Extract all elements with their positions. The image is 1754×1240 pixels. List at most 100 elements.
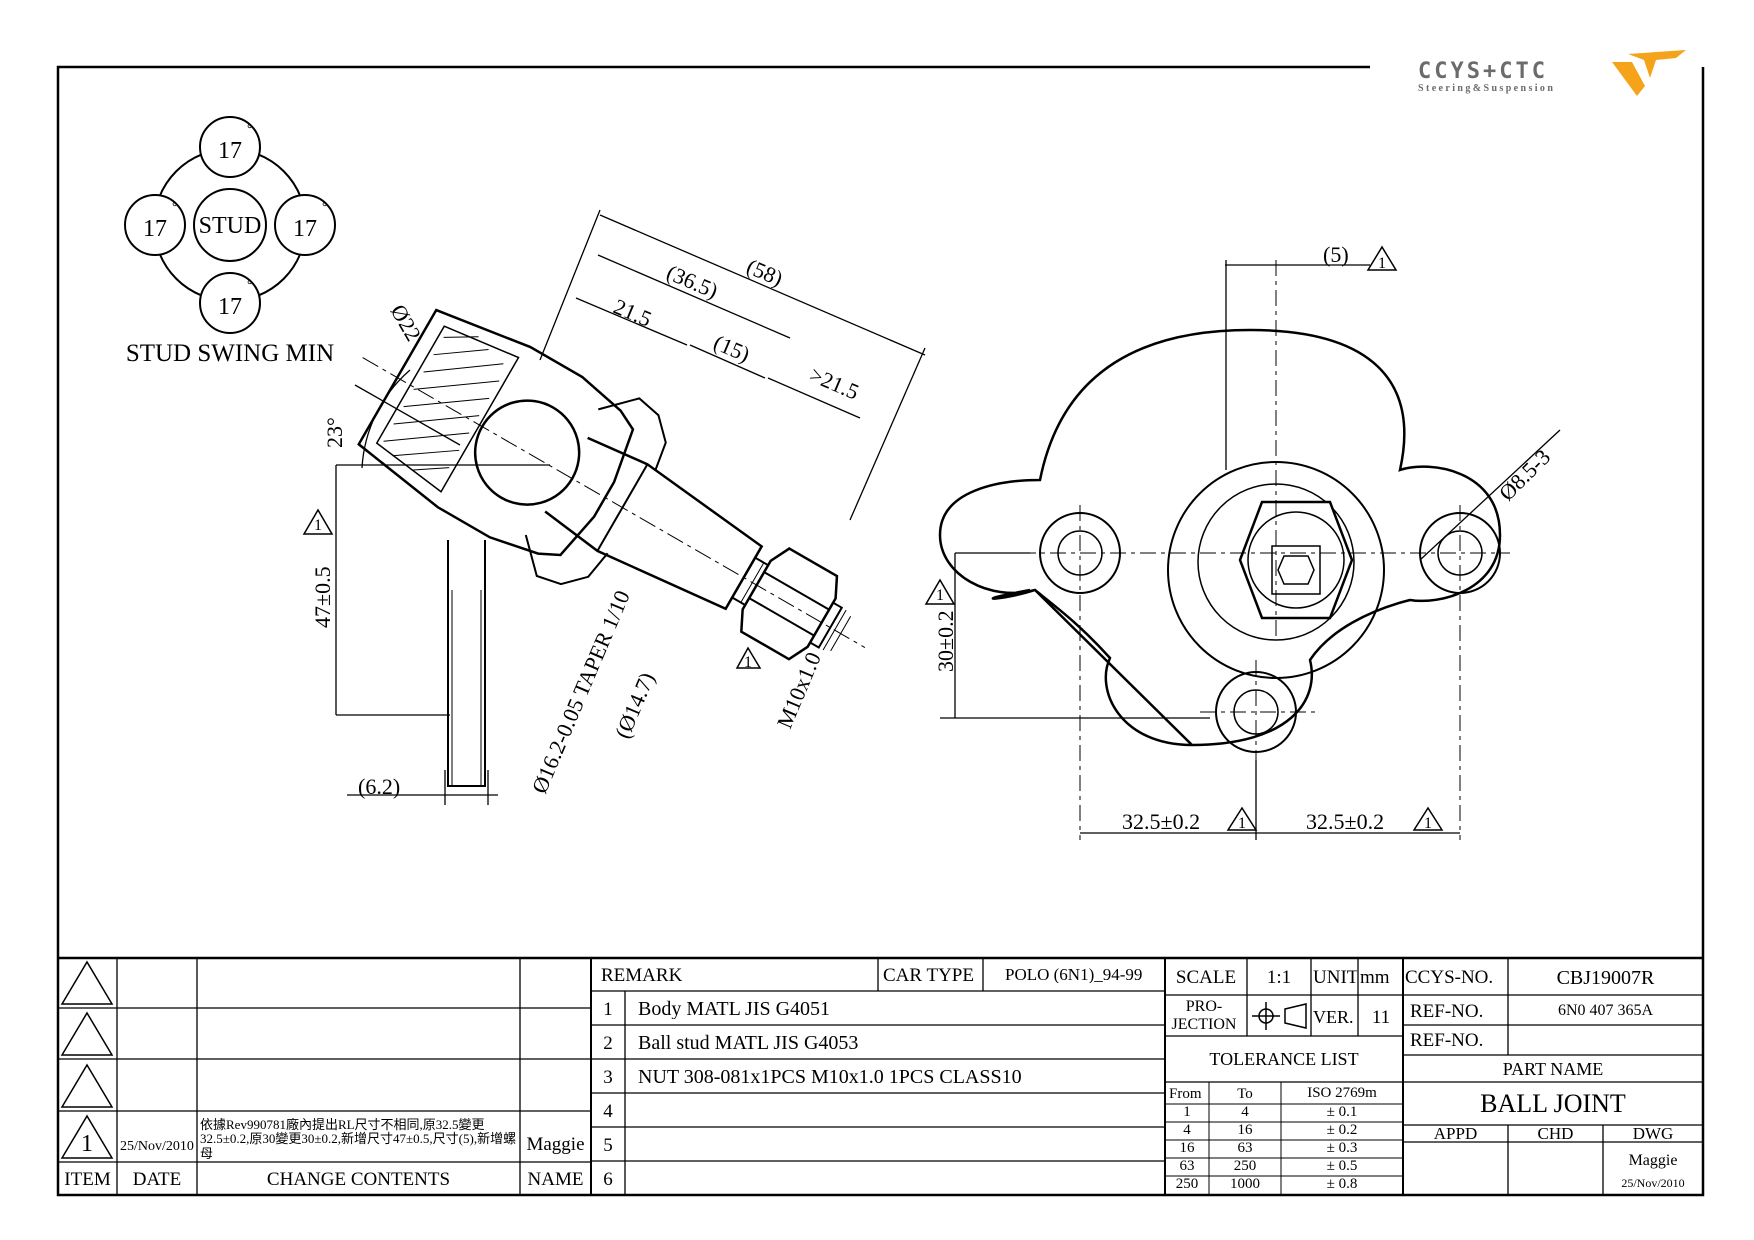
side-view-dimensions xyxy=(335,209,926,805)
tol-header-to: To xyxy=(1237,1087,1253,1102)
car-type-value: POLO (6N1)_94-99 xyxy=(1005,966,1143,983)
ref-no-label: REF-NO. xyxy=(1410,1002,1484,1021)
swing-angle-bottom: 17 xyxy=(218,294,242,320)
unit-value: mm xyxy=(1360,968,1390,987)
scale-value: 1:1 xyxy=(1266,968,1292,987)
dim-taper: Ø16.2-0.05 TAPER 1/10 xyxy=(527,587,635,797)
col-contents-header: CHANGE CONTENTS xyxy=(266,1170,451,1189)
plan-view-dimensions xyxy=(940,260,1561,840)
appd-label: APPD xyxy=(1433,1125,1478,1142)
revision-triangle-icon: 1 xyxy=(1412,806,1444,832)
ref-no-2-label: REF-NO. xyxy=(1410,1031,1484,1050)
stud-swing-labels: 17 17 17 17 STUD ° ° ° ° STUD SWING MIN xyxy=(126,122,334,367)
dim-6-2: (6.2) xyxy=(358,774,400,799)
revision-triangle-icon: 1 xyxy=(1366,245,1398,272)
deg-mark: ° xyxy=(322,200,328,215)
company-logo: CCYS+CTC Steering&Suspension xyxy=(1418,50,1686,96)
remark-text-2: Ball stud MATL JIS G4053 xyxy=(638,1033,859,1053)
car-type-label: CAR TYPE xyxy=(883,966,974,985)
svg-text:1: 1 xyxy=(314,517,322,534)
dim-dia14-7: (Ø14.7) xyxy=(610,669,660,742)
svg-text:1: 1 xyxy=(936,587,944,604)
rev-name-1: Maggie xyxy=(526,1135,585,1154)
tol-value: ± 0.2 xyxy=(1326,1123,1358,1138)
dim-thread: M10x1.0 xyxy=(772,648,826,731)
tol-from: 250 xyxy=(1175,1177,1199,1192)
tol-from: 1 xyxy=(1183,1105,1191,1120)
title-block-grid xyxy=(58,956,1703,1195)
ver-value: 11 xyxy=(1371,1008,1391,1027)
deg-mark: ° xyxy=(247,278,253,293)
tol-value: ± 0.5 xyxy=(1326,1159,1358,1174)
dwg-label: DWG xyxy=(1632,1125,1674,1142)
logo-tagline-text: Steering&Suspension xyxy=(1418,83,1555,94)
dim-47: 47±0.5 xyxy=(310,566,335,628)
side-section-view xyxy=(357,308,866,787)
rev-date-1: 25/Nov/2010 xyxy=(120,1140,194,1154)
logo-swoosh-icon xyxy=(1612,62,1645,96)
tol-to: 16 xyxy=(1237,1123,1253,1138)
svg-text:1: 1 xyxy=(1238,815,1246,832)
swing-angle-right: 17 xyxy=(293,216,317,242)
stud-swing-diagram xyxy=(124,116,336,334)
remark-header: REMARK xyxy=(601,966,683,985)
tolerance-title: TOLERANCE LIST xyxy=(1209,1050,1359,1068)
svg-text:1: 1 xyxy=(1378,255,1386,272)
remark-no-5: 5 xyxy=(603,1136,613,1155)
rev-contents-1: 依據Rev990781廠內提出RL尺寸不相同,原32.5變更32.5±0.2,原… xyxy=(200,1118,517,1161)
plan-view-centerlines xyxy=(1020,260,1510,840)
tol-from: 16 xyxy=(1179,1141,1195,1156)
remark-no-4: 4 xyxy=(603,1102,613,1121)
tol-value: ± 0.1 xyxy=(1326,1105,1358,1120)
dwg-date: 25/Nov/2010 xyxy=(1621,1177,1685,1189)
svg-text:1: 1 xyxy=(1424,815,1432,832)
logo-wing-icon xyxy=(1628,50,1686,78)
sheet-border xyxy=(56,65,1705,1197)
tol-value: ± 0.8 xyxy=(1326,1177,1358,1192)
dim-32-5-left: 32.5±0.2 xyxy=(1122,809,1200,834)
dim-15: (15) xyxy=(710,330,754,367)
col-item-header: ITEM xyxy=(64,1170,111,1189)
ccys-no-label: CCYS-NO. xyxy=(1405,968,1494,987)
stud-swing-caption: STUD SWING MIN xyxy=(126,340,334,367)
col-name-header: NAME xyxy=(527,1170,584,1189)
plan-view-rev-marks: 1 1 1 1 xyxy=(924,245,1444,832)
swing-center-label: STUD xyxy=(199,213,262,239)
dim-hole: Ø8.5-3 xyxy=(1494,444,1555,505)
revision-triangle-icon: 1 xyxy=(735,646,762,671)
tol-to: 1000 xyxy=(1230,1177,1260,1192)
tol-header-from: From xyxy=(1169,1087,1202,1102)
ver-label: VER. xyxy=(1313,1008,1354,1026)
dim-30: 30±0.2 xyxy=(933,610,958,672)
dim-32-5-right: 32.5±0.2 xyxy=(1306,809,1384,834)
tol-from: 63 xyxy=(1179,1159,1195,1174)
deg-mark: ° xyxy=(172,200,178,215)
revision-triangle-icon: 1 xyxy=(302,508,334,535)
dim-36-5: (36.5) xyxy=(663,260,722,304)
part-name-label: PART NAME xyxy=(1502,1060,1604,1078)
ccys-no-value: CBJ19007R xyxy=(1556,968,1655,988)
revision-triangle-icon: 1 xyxy=(1226,806,1258,832)
remark-no-6: 6 xyxy=(603,1170,613,1189)
remark-text-3: NUT 308-081x1PCS M10x1.0 1PCS CLASS10 xyxy=(638,1067,1022,1087)
side-view-rev-marks: 1 1 xyxy=(302,508,762,671)
remark-no-1: 1 xyxy=(603,1000,613,1019)
tol-to: 250 xyxy=(1233,1159,1257,1174)
tol-from: 4 xyxy=(1183,1123,1191,1138)
projection-label: PRO- JECTION xyxy=(1171,998,1237,1033)
ref-no-value: 6N0 407 365A xyxy=(1557,1003,1654,1019)
dim-23deg: 23° xyxy=(322,417,347,448)
deg-mark: ° xyxy=(247,122,253,137)
plan-view xyxy=(938,328,1502,753)
chd-label: CHD xyxy=(1537,1125,1574,1142)
remark-no-3: 3 xyxy=(603,1068,613,1087)
remark-text-1: Body MATL JIS G4051 xyxy=(638,999,831,1019)
title-block: 1 25/Nov/2010 依據Rev990781廠內提出RL尺寸不相同,原32… xyxy=(58,958,1703,1195)
tol-to: 63 xyxy=(1237,1141,1253,1156)
tol-to: 4 xyxy=(1241,1105,1249,1120)
dim-58: (58) xyxy=(743,254,787,291)
revision-triangle-icon: 1 xyxy=(924,578,956,605)
tol-value: ± 0.3 xyxy=(1326,1141,1358,1156)
col-date-header: DATE xyxy=(132,1170,182,1189)
